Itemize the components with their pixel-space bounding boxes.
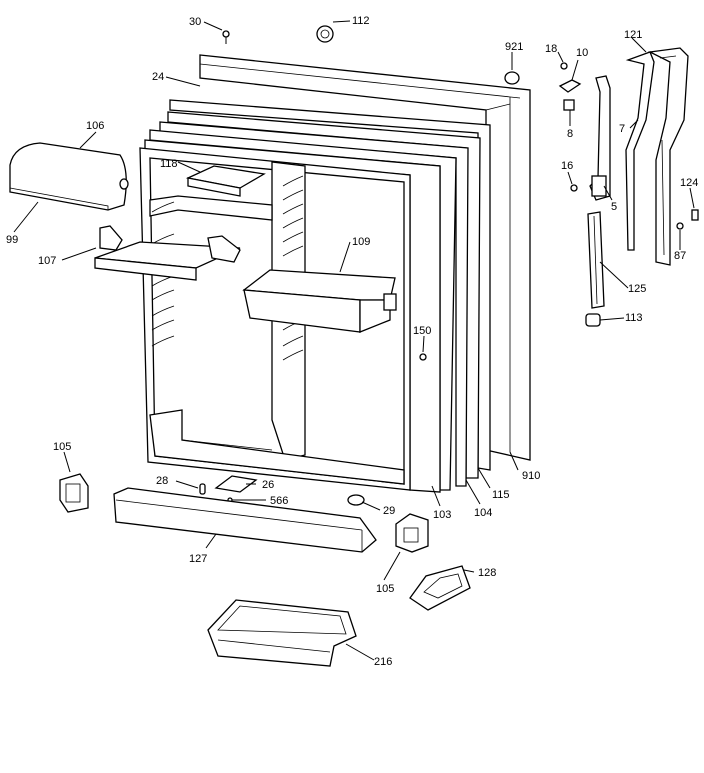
label-24: 24 <box>152 71 164 83</box>
bracket-105-right <box>395 513 429 553</box>
label-124: 124 <box>680 177 698 189</box>
label-16: 16 <box>561 160 573 172</box>
label-216: 216 <box>374 656 392 668</box>
hinge-5 <box>558 62 611 201</box>
label-105-right: 105 <box>376 583 394 595</box>
label-30: 30 <box>189 16 201 28</box>
channel-125 <box>585 211 605 327</box>
label-910: 910 <box>522 470 540 482</box>
bin-216 <box>207 599 357 667</box>
label-104: 104 <box>474 507 492 519</box>
plug-112 <box>316 25 334 43</box>
label-29: 29 <box>383 505 395 517</box>
handle-7 <box>625 47 689 266</box>
label-112: 112 <box>352 15 370 27</box>
dairy-cover-106 <box>9 142 129 211</box>
label-26: 26 <box>262 479 274 491</box>
bracket-105-left <box>59 473 89 513</box>
label-103: 103 <box>433 509 451 521</box>
screw-150 <box>419 353 427 361</box>
label-87: 87 <box>674 250 686 262</box>
cap-921 <box>504 71 520 85</box>
label-113: 113 <box>625 312 643 324</box>
shelf-107 <box>94 225 241 281</box>
screw-30 <box>222 30 230 44</box>
label-125: 125 <box>628 283 646 295</box>
small-parts-bottom <box>199 475 365 506</box>
label-105-left: 105 <box>53 441 71 453</box>
label-150: 150 <box>413 325 431 337</box>
parts-124-87 <box>676 209 699 230</box>
label-5: 5 <box>611 201 617 213</box>
label-921: 921 <box>505 41 523 53</box>
label-566: 566 <box>270 495 288 507</box>
label-118: 118 <box>160 158 178 170</box>
bracket-128 <box>409 565 471 611</box>
label-115: 115 <box>492 489 510 501</box>
label-99: 99 <box>6 234 18 246</box>
label-128: 128 <box>478 567 496 579</box>
leader-lines <box>13 20 695 661</box>
label-121: 121 <box>624 29 642 41</box>
label-8: 8 <box>567 128 573 140</box>
label-106: 106 <box>86 120 104 132</box>
label-109: 109 <box>352 236 370 248</box>
label-127: 127 <box>189 553 207 565</box>
small-bin-118 <box>185 165 266 197</box>
shelf-rungs-right <box>282 175 304 361</box>
trim-strip-127 <box>113 487 377 553</box>
part-labels: 30 112 921 18 10 121 24 106 8 7 118 16 1… <box>6 15 698 668</box>
shelf-bin-109 <box>242 269 397 333</box>
label-28: 28 <box>156 475 168 487</box>
label-18: 18 <box>545 43 557 55</box>
label-107: 107 <box>38 255 56 267</box>
label-10: 10 <box>576 47 588 59</box>
label-7: 7 <box>619 123 625 135</box>
